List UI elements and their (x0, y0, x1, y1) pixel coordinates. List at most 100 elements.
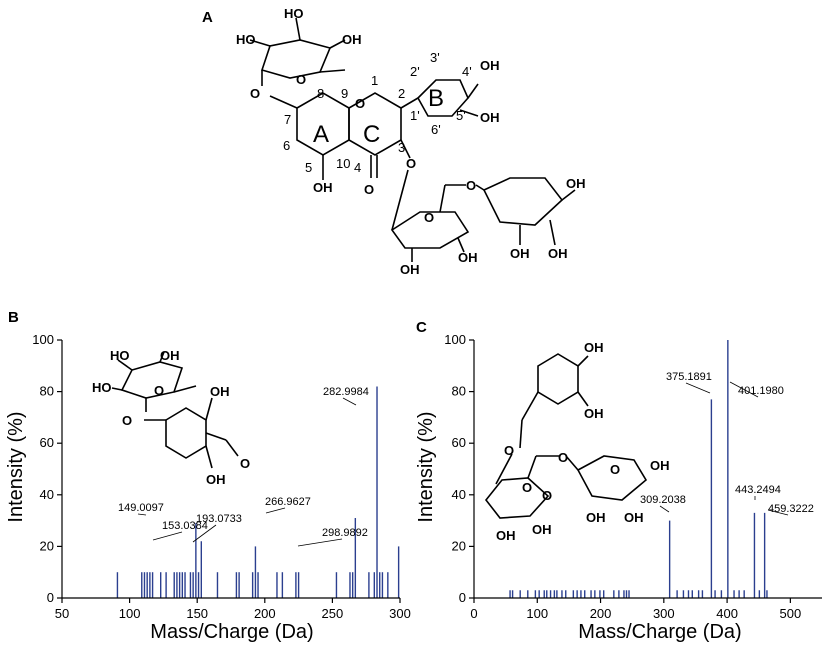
structure-b-label-ho-2: HO (92, 380, 112, 395)
chart-c-ytick-label-3: 60 (452, 435, 466, 450)
structure-b-label-oh-2: OH (210, 384, 230, 399)
chart-c-leader-2 (729, 381, 759, 398)
structure-c-label-oh-3: OH (650, 458, 670, 473)
structure-c-bond-oh2 (577, 391, 589, 407)
group-label-oh-4: OH (313, 180, 333, 195)
structure-b-bond-oh-top (205, 397, 213, 421)
chart-b-ytick-label-1: 20 (40, 538, 54, 553)
chart-c-leaders (659, 381, 789, 516)
chart-c-xtick-label-1: 100 (526, 606, 548, 621)
position-8: 8 (317, 86, 324, 101)
position-6prime: 6' (431, 122, 441, 137)
chart-b-ytick-label-5: 100 (32, 332, 54, 347)
group-label-o-6: O (466, 178, 476, 193)
structure-b-bond-ho2 (111, 387, 123, 391)
chart-b-xtick-label-4: 250 (322, 606, 344, 621)
chart-c-xtick-label-4: 400 (716, 606, 738, 621)
chart-c-ylabel: Intensity (%) (415, 411, 437, 522)
bond-rha-methyl (319, 69, 346, 73)
chart-b-leader-5 (297, 538, 343, 547)
structure-c (484, 353, 648, 519)
chart-b-ytick-label-4: 80 (40, 384, 54, 399)
position-3prime: 3' (430, 50, 440, 65)
position-9: 9 (341, 86, 348, 101)
group-label-oh-9: OH (548, 246, 568, 261)
chart-c-peak-label-3: 443.2494 (735, 484, 781, 496)
structure-c-label-o-5: O (542, 488, 552, 503)
bond-o6-rha (475, 184, 485, 191)
structure-c-label-oh-4: OH (496, 528, 516, 543)
chart-c-xtick-label-2: 200 (590, 606, 612, 621)
structure-b-label-o-2: O (122, 413, 132, 428)
chart-b: 149.0097153.0384193.0733266.9627282.9984… (5, 332, 411, 643)
group-label-o-3: O (355, 96, 365, 111)
group-label-ho-2: HO (284, 6, 304, 21)
chart-c-peak-label-4: 459.3222 (768, 503, 814, 515)
bond-4prime-oh (467, 83, 479, 99)
chart-b-ytick-label-3: 60 (40, 435, 54, 450)
structure-b-bond-aldehyde-co (225, 439, 239, 457)
chart-b-xtick-label-0: 50 (55, 606, 69, 621)
bond-c2-c1prime (400, 97, 419, 109)
structure-b-label-ho-1: HO (110, 348, 130, 363)
group-label-oh-2: OH (480, 58, 500, 73)
chart-c-xtick-label-3: 300 (653, 606, 675, 621)
position-4prime: 4' (462, 64, 472, 79)
chart-c-leader-1 (685, 382, 711, 394)
panel-letter-c: C (416, 319, 427, 336)
ring-label-a: A (313, 121, 329, 148)
structure-b-label-oh-1: OH (160, 348, 180, 363)
bond-c3-o (400, 139, 411, 159)
chart-b-leader-2 (192, 524, 217, 543)
chart-b-xtick-label-2: 150 (186, 606, 208, 621)
group-label-ho-1: HO (236, 32, 256, 47)
bond-glc-oh2 (457, 237, 465, 253)
structure-b (111, 351, 239, 469)
bond-trha-oh3 (549, 219, 556, 246)
structure-c-bond-vinyl1 (521, 391, 539, 421)
group-label-o-7: O (424, 210, 434, 225)
chart-b-ytick-label-2: 40 (40, 487, 54, 502)
position-5prime: 5' (456, 108, 466, 123)
structure-c-glucose-ring (484, 477, 550, 519)
chart-c-ytick-label-2: 40 (452, 487, 466, 502)
structure-b-label-o-1: O (154, 383, 164, 398)
position-2prime: 2' (410, 64, 420, 79)
structure-c-label-oh-7: OH (624, 510, 644, 525)
structure-b-bond-ho1 (117, 359, 133, 371)
chart-c-peak-label-2: 401.1980 (738, 385, 784, 397)
chart-b-peak-label-1: 153.0384 (162, 520, 208, 532)
structure-c-rhamnose-ring (576, 455, 648, 501)
chart-b-peak-label-0: 149.0097 (118, 502, 164, 514)
position-6: 6 (283, 138, 290, 153)
group-label-oh-8: OH (510, 246, 530, 261)
chart-b-xtick-label-1: 100 (119, 606, 141, 621)
position-1: 1 (371, 73, 378, 88)
chart-c-bars (509, 340, 768, 598)
ring-label-b: B (428, 85, 444, 112)
group-label-oh-6: OH (400, 262, 420, 277)
bond-glc-ch2 (439, 184, 446, 213)
chart-c-ytick-label-5: 100 (444, 332, 466, 347)
bond-trha-oh1 (561, 189, 576, 201)
structure-c-bond-o-sugar (495, 453, 513, 485)
position-5: 5 (305, 160, 312, 175)
chart-c-xlabel: Mass/Charge (Da) (578, 621, 741, 643)
structure-b-label-oh-3: OH (206, 472, 226, 487)
structure-b-bond-oh-bottom (205, 445, 213, 469)
bond-o-sugar (391, 169, 409, 231)
position-1prime: 1' (410, 108, 420, 123)
chart-c-ytick-label-4: 80 (452, 384, 466, 399)
group-label-o-1: O (250, 86, 260, 101)
chart-c: 309.2038375.1891401.1980443.2494459.3222… (415, 332, 822, 643)
glucose-ring-a (390, 211, 470, 249)
chart-b-leader-0 (137, 513, 147, 516)
group-label-o-4: O (364, 182, 374, 197)
group-label-oh-1: OH (342, 32, 362, 47)
structure-b-bond-methyl (173, 385, 197, 393)
structure-c-labels: OH OH O O O O O OH OH OH OH OH (496, 340, 670, 543)
bond-rha-oh2 (249, 39, 271, 47)
structure-c-label-o-1: O (504, 443, 514, 458)
